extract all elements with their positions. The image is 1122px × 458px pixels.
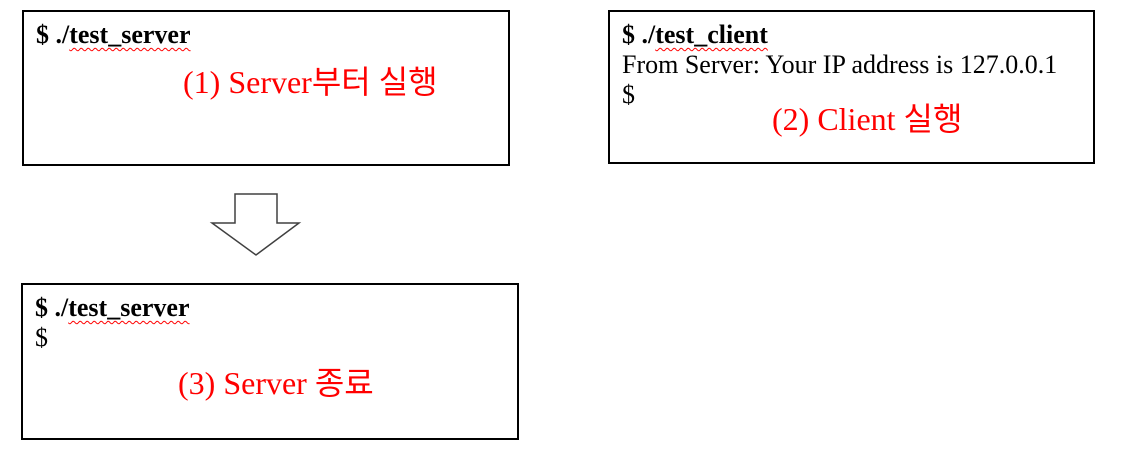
command-text-spellcheck: test_server <box>69 20 191 49</box>
command-text-spellcheck: test_client <box>655 20 768 49</box>
prompt-prefix: $ ./ <box>35 293 69 322</box>
command-line: $ ./test_server <box>35 293 505 323</box>
prompt-prefix: $ ./ <box>622 20 656 49</box>
down-arrow-icon <box>209 193 302 256</box>
prompt-line: $ <box>35 323 48 352</box>
terminal-box-server-end: $ ./test_server $ (3) Server 종료 <box>21 283 519 440</box>
command-text-spellcheck: test_server <box>68 293 190 322</box>
server-output-line: From Server: Your IP address is 127.0.0.… <box>622 50 1058 79</box>
command-line: $ ./test_client <box>622 20 1081 50</box>
annotation-step2: (2) Client 실행 <box>772 101 963 137</box>
prompt-prefix: $ ./ <box>36 20 70 49</box>
prompt-line: $ <box>622 80 635 109</box>
terminal-box-client: $ ./test_client From Server: Your IP add… <box>608 10 1095 164</box>
command-line: $ ./test_server <box>36 20 496 50</box>
annotation-step3: (3) Server 종료 <box>178 365 374 401</box>
terminal-box-server-start: $ ./test_server (1) Server부터 실행 <box>22 10 510 166</box>
annotation-step1: (1) Server부터 실행 <box>183 64 438 100</box>
